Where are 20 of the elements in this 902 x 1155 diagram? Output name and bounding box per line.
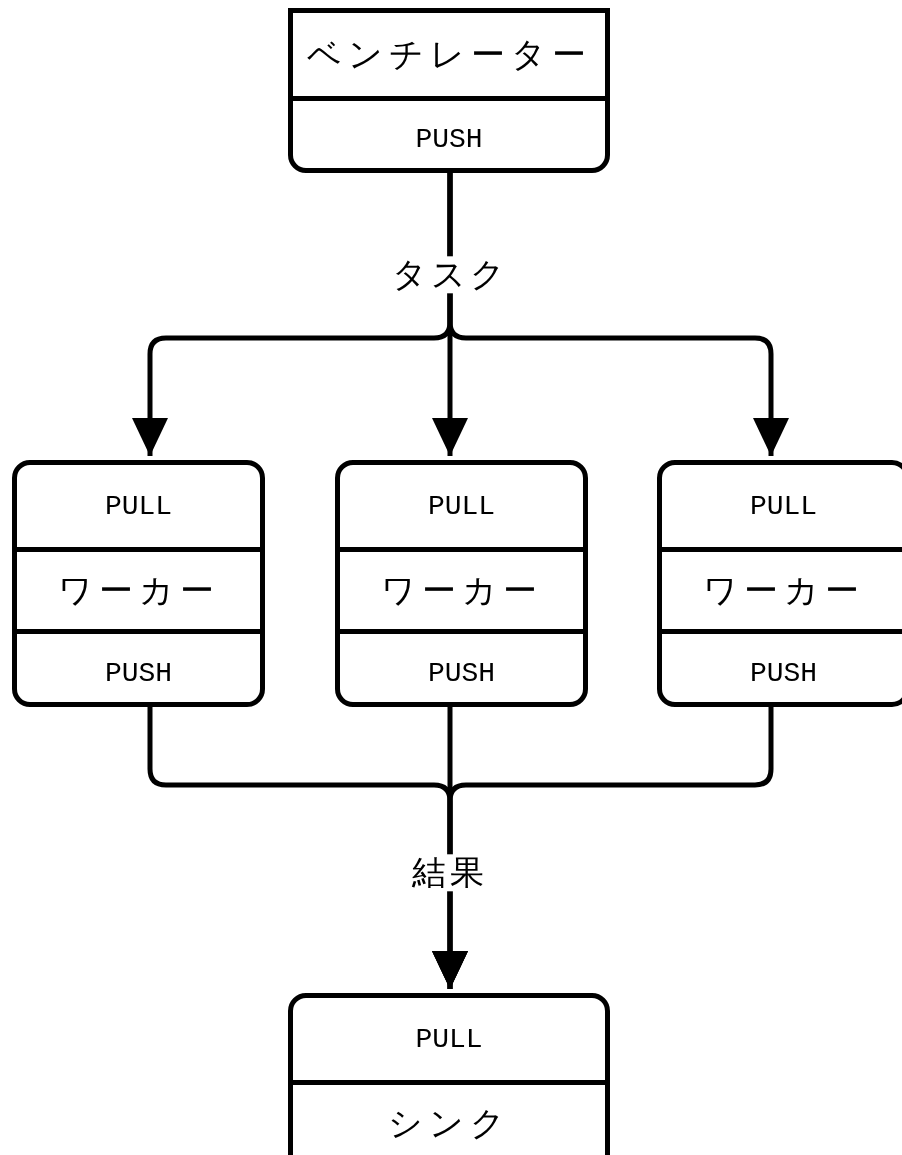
- section-label: PULL: [415, 1023, 483, 1055]
- section-label: ベンチレーター: [306, 32, 592, 76]
- ventilator-box: [288, 8, 610, 173]
- sink-box: [288, 993, 610, 1155]
- worker-box: [12, 460, 265, 707]
- arrow: [447, 173, 789, 456]
- section-label: PULL: [749, 490, 818, 522]
- section-label: シンク: [387, 1101, 511, 1145]
- section-label: ワーカー: [380, 568, 543, 612]
- section-label: PUSH: [104, 657, 173, 689]
- section-label: PUSH: [415, 124, 483, 155]
- worker-box: [657, 460, 902, 707]
- worker-box: [335, 460, 588, 707]
- section-label: PULL: [427, 490, 496, 522]
- section-label: ワーカー: [702, 568, 865, 612]
- section-label: PUSH: [749, 657, 818, 689]
- arrow: [432, 707, 774, 989]
- section-label: PUSH: [427, 657, 496, 689]
- section-label: PULL: [104, 490, 173, 522]
- section-label: ワーカー: [57, 568, 220, 612]
